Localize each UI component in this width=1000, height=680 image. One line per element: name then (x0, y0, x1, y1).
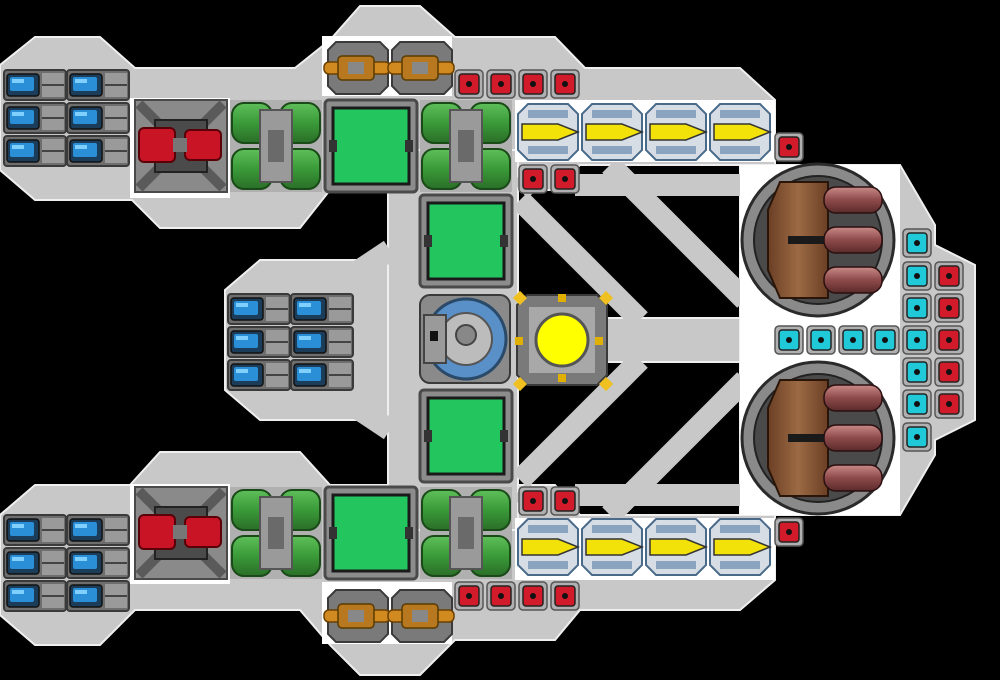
engine-icon[interactable] (3, 102, 67, 134)
ammo-crate-icon[interactable] (902, 357, 932, 387)
heavy-turret-icon[interactable] (740, 162, 896, 318)
missile-launcher-icon[interactable] (645, 518, 709, 576)
ammo-crate-icon[interactable] (518, 486, 548, 516)
ammo-crate-icon[interactable] (934, 261, 964, 291)
ammo-crate-icon[interactable] (454, 581, 484, 611)
missile-launcher-icon[interactable] (709, 518, 773, 576)
engine-icon[interactable] (227, 359, 291, 391)
missile-launcher-icon[interactable] (517, 103, 581, 161)
missile-launcher-icon[interactable] (709, 103, 773, 161)
ammo-crate-icon[interactable] (518, 164, 548, 194)
ammo-crate-icon[interactable] (486, 69, 516, 99)
reactor-icon[interactable] (420, 487, 512, 579)
reactor-icon[interactable] (418, 388, 514, 484)
missile-launcher-icon[interactable] (581, 518, 645, 576)
ammo-crate-icon[interactable] (902, 228, 932, 258)
engine-icon[interactable] (66, 580, 130, 612)
cannon-icon[interactable] (323, 589, 391, 643)
engine-icon[interactable] (227, 326, 291, 358)
gyroscope-icon[interactable] (419, 294, 511, 384)
ammo-crate-icon[interactable] (902, 422, 932, 452)
reactor-icon[interactable] (418, 193, 514, 289)
cannon-icon[interactable] (323, 41, 391, 95)
cannon-icon[interactable] (387, 41, 455, 95)
missile-launcher-icon[interactable] (581, 103, 645, 161)
reactor-icon[interactable] (230, 487, 322, 579)
engine-icon[interactable] (3, 580, 67, 612)
engine-icon[interactable] (66, 135, 130, 167)
engine-icon[interactable] (66, 547, 130, 579)
heavy-turret-icon[interactable] (740, 360, 896, 516)
engine-icon[interactable] (3, 547, 67, 579)
ammo-crate-icon[interactable] (902, 261, 932, 291)
ammo-crate-icon[interactable] (806, 325, 836, 355)
engine-icon[interactable] (3, 135, 67, 167)
module-layer (3, 41, 964, 643)
engine-icon[interactable] (290, 359, 354, 391)
strut (512, 352, 648, 488)
engine-icon[interactable] (227, 293, 291, 325)
ammo-crate-icon[interactable] (902, 389, 932, 419)
engine-icon[interactable] (290, 326, 354, 358)
reactor-icon[interactable] (323, 98, 419, 194)
thruster-turret-icon[interactable] (134, 99, 228, 193)
ammo-crate-icon[interactable] (870, 325, 900, 355)
missile-launcher-icon[interactable] (645, 103, 709, 161)
ammo-crate-icon[interactable] (518, 69, 548, 99)
ammo-crate-icon[interactable] (550, 69, 580, 99)
ammo-crate-icon[interactable] (934, 357, 964, 387)
reactor-icon[interactable] (420, 100, 512, 192)
reactor-icon[interactable] (323, 485, 419, 581)
thruster-turret-icon[interactable] (134, 486, 228, 580)
ammo-crate-icon[interactable] (902, 325, 932, 355)
ship-core-icon[interactable] (512, 290, 614, 392)
engine-icon[interactable] (66, 102, 130, 134)
ammo-crate-icon[interactable] (550, 164, 580, 194)
strut (602, 372, 753, 523)
engine-icon[interactable] (66, 514, 130, 546)
ammo-crate-icon[interactable] (550, 486, 580, 516)
engine-icon[interactable] (3, 69, 67, 101)
strut (512, 192, 648, 328)
ammo-crate-icon[interactable] (774, 132, 804, 162)
ammo-crate-icon[interactable] (902, 293, 932, 323)
strut (602, 157, 753, 308)
missile-launcher-icon[interactable] (517, 518, 581, 576)
engine-icon[interactable] (66, 69, 130, 101)
cannon-icon[interactable] (387, 589, 455, 643)
reactor-icon[interactable] (230, 100, 322, 192)
ammo-crate-icon[interactable] (454, 69, 484, 99)
ammo-crate-icon[interactable] (934, 325, 964, 355)
ammo-crate-icon[interactable] (486, 581, 516, 611)
ammo-crate-icon[interactable] (774, 325, 804, 355)
ammo-crate-icon[interactable] (774, 517, 804, 547)
ammo-crate-icon[interactable] (550, 581, 580, 611)
ammo-crate-icon[interactable] (934, 293, 964, 323)
ammo-crate-icon[interactable] (518, 581, 548, 611)
engine-icon[interactable] (3, 514, 67, 546)
ammo-crate-icon[interactable] (838, 325, 868, 355)
engine-icon[interactable] (290, 293, 354, 325)
ammo-crate-icon[interactable] (934, 389, 964, 419)
